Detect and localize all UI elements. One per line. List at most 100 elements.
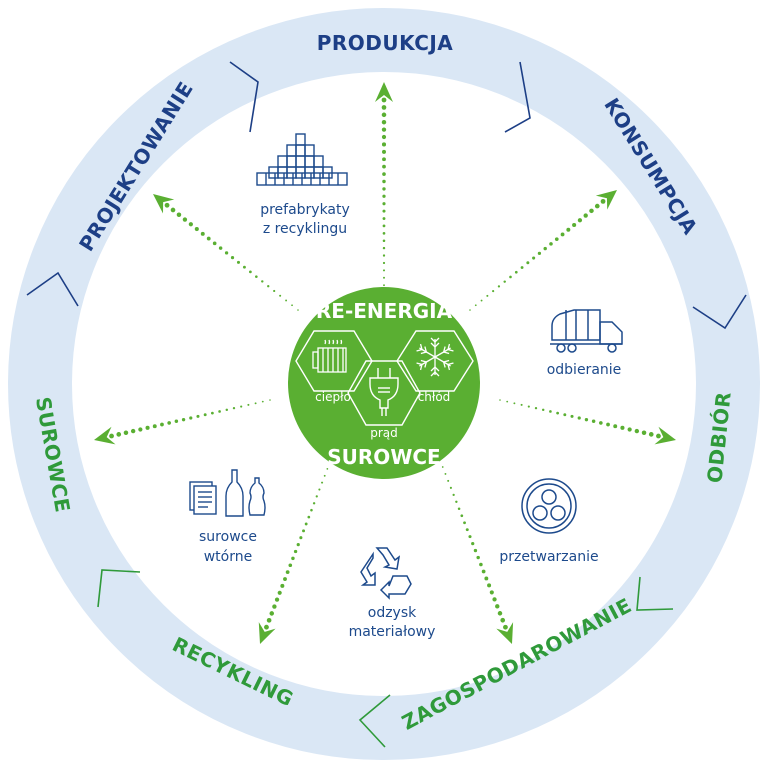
- arrow-dot: [269, 611, 275, 616]
- arrow-dot: [170, 207, 176, 213]
- arrow-dot: [620, 425, 625, 430]
- arrow-dot: [492, 290, 495, 293]
- arrow-dot: [196, 414, 200, 418]
- arrow-dot: [532, 256, 536, 260]
- arrow-dot: [520, 266, 524, 269]
- hex-group: [295, 330, 474, 426]
- arrow-dot: [382, 149, 386, 154]
- arrow-dot: [273, 289, 276, 293]
- arrow-dot: [299, 536, 303, 540]
- arrow-dot: [500, 617, 506, 623]
- arrow-dot: [381, 112, 387, 118]
- arrow-dot: [382, 187, 386, 191]
- arrow-dot: [520, 403, 523, 406]
- arrow-dot: [584, 417, 589, 422]
- arrow-dot: [321, 481, 324, 484]
- arrow-dot: [176, 212, 182, 218]
- paper-bottles-icon: [189, 469, 266, 517]
- arrow-dot: [381, 134, 387, 140]
- arrow-surowce: [94, 399, 271, 445]
- arrow-dot: [247, 403, 250, 406]
- arrow-dot: [242, 265, 246, 269]
- arrow-dot: [318, 488, 321, 491]
- arrow-dot: [444, 473, 447, 475]
- node-label: odzysk: [368, 605, 417, 621]
- arrow-dot: [211, 411, 214, 415]
- arrow-dot: [537, 251, 542, 255]
- arrow-dot: [307, 515, 311, 519]
- arrow-dot: [506, 400, 509, 403]
- arrow-dot: [255, 275, 258, 278]
- arrow-projektowanie: [153, 194, 299, 311]
- node-label: materiałowy: [349, 624, 436, 640]
- arrow-dot: [261, 400, 264, 403]
- arrow-dot: [232, 407, 236, 410]
- hex-label-heat: ciepło: [315, 390, 351, 404]
- arrow-dot: [473, 548, 478, 553]
- node-prefabrykaty: prefabrykaty z recyklingu: [256, 133, 350, 237]
- arrow-dot: [486, 294, 489, 297]
- node-odzysk: odzysk materiałowy: [349, 547, 436, 640]
- arrow-dot: [279, 294, 282, 297]
- arrow-dot: [236, 260, 241, 264]
- arrow-dot: [230, 256, 235, 260]
- arrowhead-icon: [496, 622, 514, 644]
- arrow-dot: [613, 424, 618, 429]
- arrow-dot: [484, 576, 489, 581]
- hex-label-cold: chłód: [418, 390, 451, 404]
- arrow-dot: [600, 198, 606, 204]
- garbage-truck-icon: [550, 309, 623, 353]
- arrow-recykling: [258, 461, 331, 644]
- chevron-icon: [229, 61, 259, 133]
- arrow-dot: [591, 419, 596, 424]
- hex-label-power: prąd: [370, 426, 398, 440]
- arrow-dot: [188, 222, 193, 227]
- arrow-dot: [447, 479, 450, 482]
- arrow-dot: [218, 410, 221, 413]
- arrow-dot: [492, 597, 497, 602]
- arrow-dot: [293, 549, 298, 554]
- arrow-dot: [457, 507, 461, 511]
- arrow-dot: [296, 542, 300, 547]
- hex-cold: [396, 330, 474, 392]
- arrow-dot: [577, 416, 581, 420]
- arrow-dot: [272, 604, 277, 609]
- arrow-dot: [641, 430, 647, 435]
- arrow-dot: [261, 280, 264, 283]
- arrow-dot: [291, 556, 295, 561]
- arrow-dot: [240, 405, 243, 408]
- arrow-dot: [280, 583, 285, 588]
- arrow-dot: [194, 227, 199, 232]
- arrow-dot: [479, 562, 483, 567]
- arrow-dot: [549, 410, 552, 413]
- arrowhead-icon: [153, 194, 175, 214]
- outer-ring: [8, 8, 760, 760]
- arrow-dot: [382, 172, 386, 176]
- arrow-dot: [572, 222, 577, 228]
- arrow-dot: [382, 217, 386, 220]
- chevron-icon: [504, 61, 531, 133]
- arrow-dot: [514, 270, 518, 274]
- arrow-dot: [497, 611, 503, 616]
- arrow-dot: [627, 427, 632, 432]
- arrow-dot: [312, 502, 316, 505]
- arrowhead-icon: [94, 426, 116, 445]
- arrow-dot: [441, 466, 444, 468]
- arrow-dot: [554, 237, 559, 242]
- arrow-dot: [181, 417, 186, 422]
- node-label: wtórne: [204, 549, 253, 565]
- arrow-odbior: [499, 399, 676, 445]
- arrow-dot: [266, 617, 272, 623]
- arrow-dot: [382, 224, 386, 228]
- arrow-dot: [543, 246, 547, 251]
- arrow-dot: [563, 413, 567, 417]
- arrow-dot: [310, 508, 313, 512]
- arrow-dot: [212, 241, 217, 246]
- stage-produkcja: PRODUKCJA: [317, 31, 454, 55]
- arrow-dot: [487, 583, 492, 588]
- arrow-dot: [509, 275, 512, 279]
- arrow-dot: [381, 142, 387, 147]
- arrow-dot: [381, 105, 387, 110]
- snowflake-icon: [415, 337, 455, 377]
- arrow-dot: [481, 569, 486, 574]
